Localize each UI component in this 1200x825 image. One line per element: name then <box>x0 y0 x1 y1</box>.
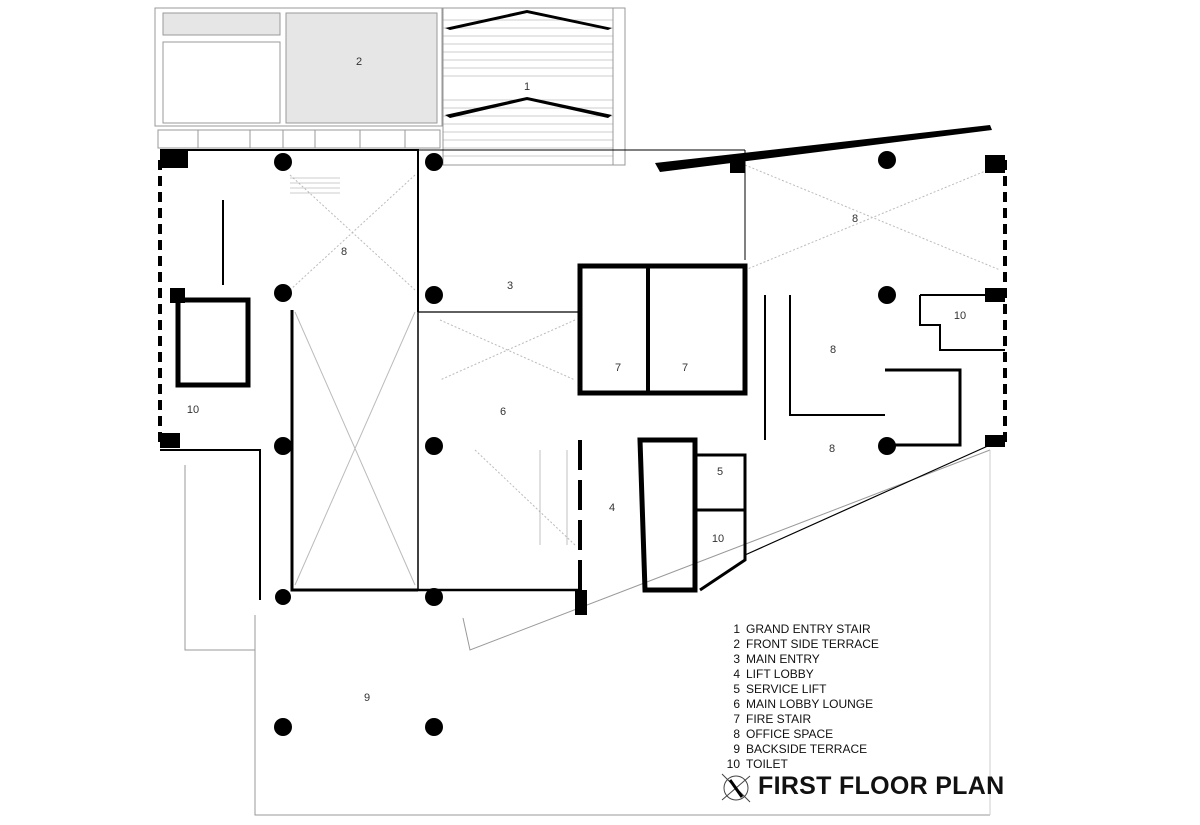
room-label-10c: 10 <box>953 310 967 322</box>
room-label-10a: 10 <box>186 404 200 416</box>
legend-item: 4 LIFT LOBBY <box>718 667 879 682</box>
legend-text: OFFICE SPACE <box>746 727 834 741</box>
legend-item: 9 BACKSIDE TERRACE <box>718 742 879 757</box>
legend-num: 10 <box>726 757 740 771</box>
room-label-8d: 8 <box>828 443 836 455</box>
room-label-8b: 8 <box>851 213 859 225</box>
legend-item: 5 SERVICE LIFT <box>718 682 879 697</box>
room-label-8a: 8 <box>340 246 348 258</box>
legend-text: FRONT SIDE TERRACE <box>746 637 879 651</box>
legend-text: FIRE STAIR <box>746 712 812 726</box>
legend-item: 2 FRONT SIDE TERRACE <box>718 637 879 652</box>
legend-text: LIFT LOBBY <box>746 667 814 681</box>
legend-text: TOILET <box>746 757 788 771</box>
room-label-3: 3 <box>506 280 514 292</box>
legend-text: MAIN LOBBY LOUNGE <box>746 697 874 711</box>
legend: 1 GRAND ENTRY STAIR 2 FRONT SIDE TERRACE 3… <box>718 622 879 772</box>
room-label-1: 1 <box>523 81 531 93</box>
legend-item: 10 TOILET <box>718 757 879 772</box>
legend-text: SERVICE LIFT <box>746 682 827 696</box>
terrace-outlines <box>154 7 1001 816</box>
walls <box>158 149 1007 600</box>
legend-num: 8 <box>733 727 740 741</box>
room-label-5: 5 <box>716 466 724 478</box>
legend-num: 6 <box>733 697 740 711</box>
room-label-7a: 7 <box>614 362 622 374</box>
room-label-6: 6 <box>499 406 507 418</box>
plan-title: FIRST FLOOR PLAN <box>758 772 1005 800</box>
legend-text: BACKSIDE TERRACE <box>746 742 868 756</box>
legend-text: MAIN ENTRY <box>746 652 820 666</box>
legend-item: 7 FIRE STAIR <box>718 712 879 727</box>
legend-item: 6 MAIN LOBBY LOUNGE <box>718 697 879 712</box>
room-label-7b: 7 <box>681 362 689 374</box>
legend-num: 2 <box>733 637 740 651</box>
columns <box>160 150 1005 736</box>
room-label-8c: 8 <box>829 344 837 356</box>
legend-num: 5 <box>733 682 740 696</box>
room-label-9: 9 <box>363 692 371 704</box>
legend-num: 1 <box>733 622 740 636</box>
legend-num: 4 <box>733 667 740 681</box>
room-label-4: 4 <box>608 502 616 514</box>
legend-text: GRAND ENTRY STAIR <box>746 622 871 636</box>
north-arrow-icon <box>721 773 751 803</box>
legend-item: 1 GRAND ENTRY STAIR <box>718 622 879 637</box>
legend-item: 3 MAIN ENTRY <box>718 652 879 667</box>
room-label-2: 2 <box>355 56 363 68</box>
room-label-10b: 10 <box>711 533 725 545</box>
legend-num: 9 <box>733 742 740 756</box>
legend-num: 3 <box>733 652 740 666</box>
legend-item: 8 OFFICE SPACE <box>718 727 879 742</box>
legend-num: 7 <box>733 712 740 726</box>
